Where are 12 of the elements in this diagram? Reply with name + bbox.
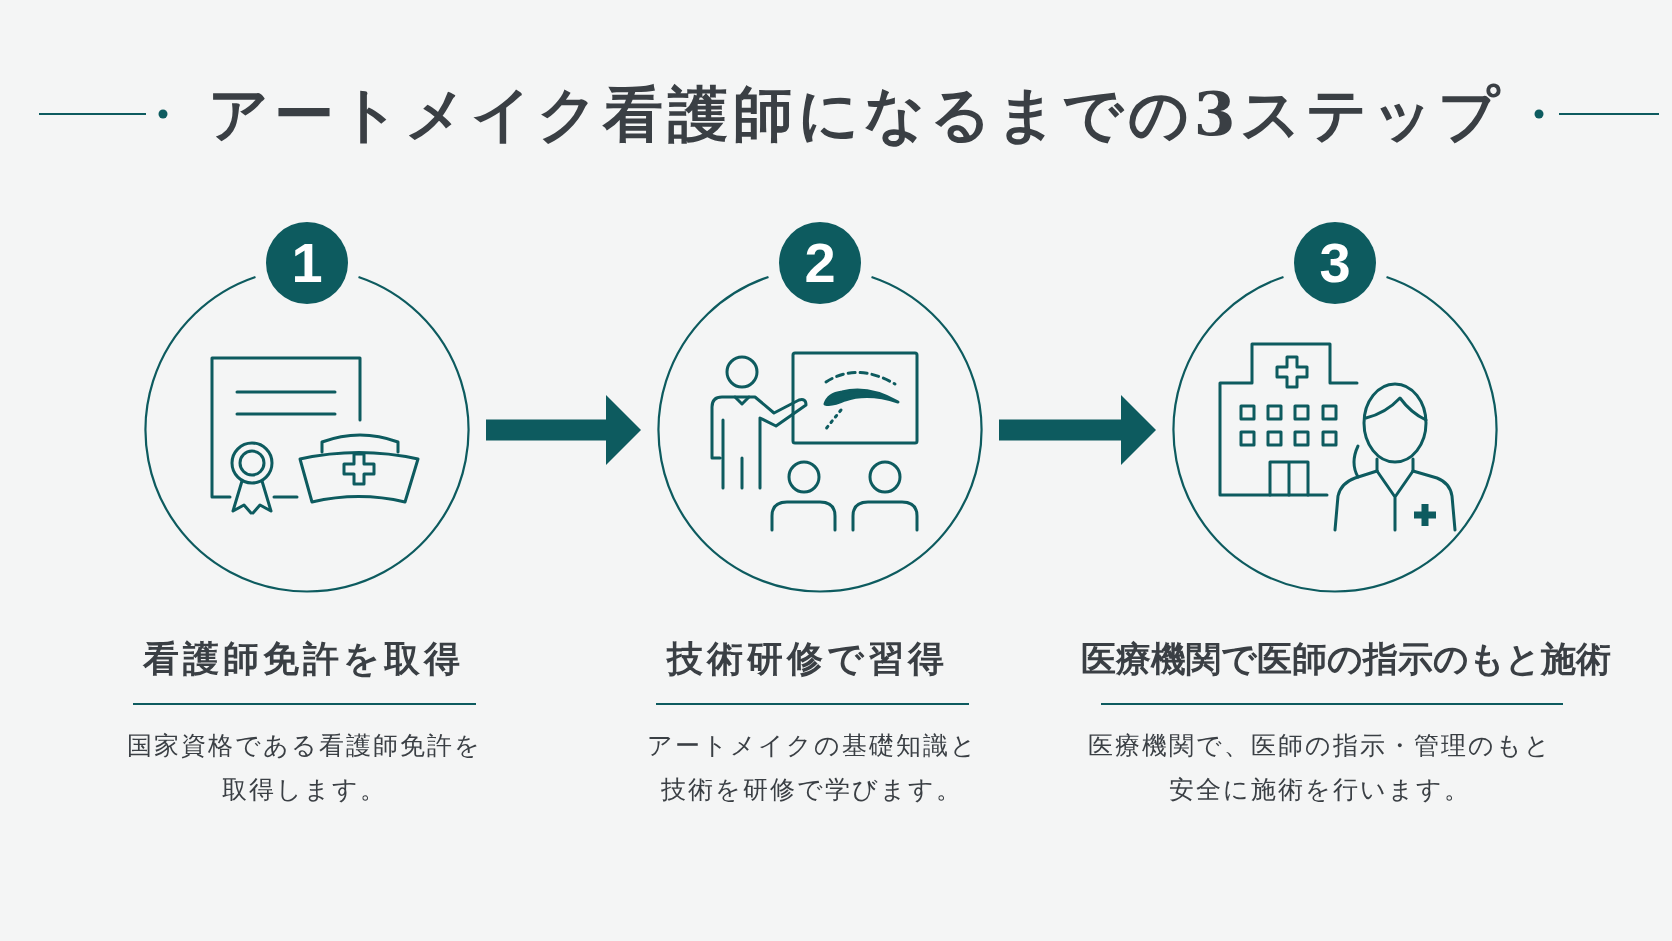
step-description: 国家資格である看護師免許を取得します。 bbox=[125, 730, 483, 806]
step-heading: 医療機関で医師の指示のもと施術 bbox=[1081, 638, 1611, 680]
step-heading: 技術研修で習得 bbox=[666, 637, 948, 681]
number-badge: 1 bbox=[266, 222, 348, 304]
number-badge: 2 bbox=[779, 222, 861, 304]
step-description: 医療機関で、医師の指示・管理のもと安全に施術を行います。 bbox=[1087, 730, 1553, 806]
step-heading: 看護師免許を取得 bbox=[142, 637, 464, 681]
title: アートメイク看護師になるまでの3ステップ bbox=[207, 79, 1505, 149]
number-badge: 3 bbox=[1294, 222, 1376, 304]
arrow bbox=[486, 395, 641, 465]
step-description: アートメイクの基礎知識と技術を研修で学びます。 bbox=[645, 730, 979, 806]
arrow bbox=[999, 395, 1156, 465]
